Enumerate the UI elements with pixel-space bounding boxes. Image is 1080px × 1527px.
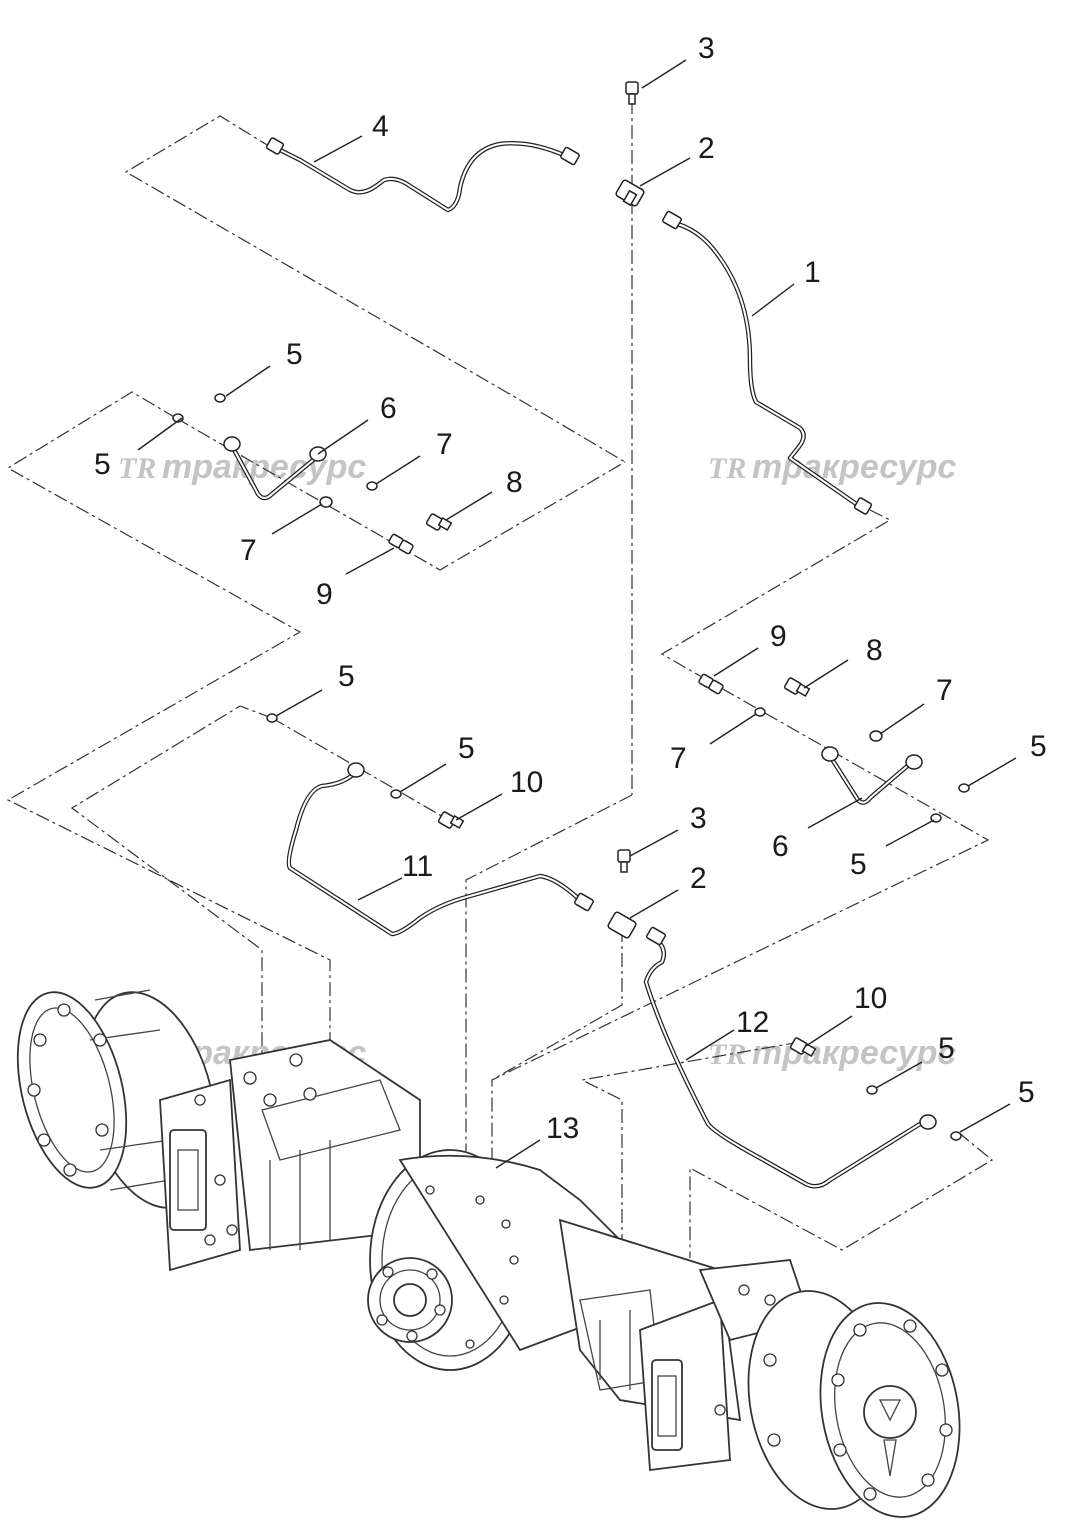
watermark-upper-right: TR тракресурс [708,448,956,486]
washer-7 [366,481,378,491]
callout-9: 9 [770,620,787,653]
tube-nut [853,497,873,515]
banjo-eye [905,754,923,770]
callout-8: 8 [866,634,883,667]
right-wheel-hub [747,1290,961,1518]
banjo-eye [223,436,241,452]
watermark-lower-right: TR тракресурс [708,1034,956,1072]
washer-5 [266,713,278,723]
callout-7: 7 [670,742,687,775]
tube-nut [646,926,666,946]
fittings [172,81,970,1183]
callout-6: 6 [380,392,397,425]
callout-11: 11 [402,850,433,883]
callout-5: 5 [94,448,111,481]
adapter-9-left [388,533,414,555]
washer-7 [754,707,766,717]
callout-2: 2 [690,862,707,895]
callout-12: 12 [736,1006,769,1039]
callout-8: 8 [506,466,523,499]
tee-fitting-2-upper [615,179,645,207]
watermark-upper-left: TR тракресурс [118,448,366,486]
watermark-logo: TR [708,1038,746,1071]
callout-7: 7 [936,674,953,707]
bleed-bolt-3-lower [617,849,631,873]
axle-housing [16,989,961,1518]
tee-fitting-2-lower [607,911,637,939]
callout-4: 4 [372,110,389,143]
washer-5 [214,393,226,403]
tube-nut [574,892,594,912]
banjo-bolt-10-mid [437,811,465,829]
washer-5 [958,783,970,793]
banjo-eye [919,1114,937,1130]
banjo-bolt-8-left [425,513,453,531]
callout-3: 3 [698,32,715,65]
washer-7 [869,730,883,742]
callout-5: 5 [338,660,355,693]
watermark-logo: TR [118,452,156,485]
left-axle-tube [229,1039,421,1252]
washer-7 [319,496,333,508]
callout-3: 3 [690,802,707,835]
bleed-bolt-3-upper [625,81,639,105]
callout-6: 6 [772,830,789,863]
callout-5: 5 [1030,730,1047,763]
callout-5: 5 [286,338,303,371]
brake-tube-6-right [827,753,915,805]
callout-13: 13 [546,1112,579,1145]
tube-nut [265,137,285,155]
callout-10: 10 [854,982,887,1015]
watermark-text: тракресурс [752,1034,956,1072]
callout-5: 5 [938,1032,955,1065]
right-brake-caliper [639,1259,812,1472]
leader-lines [137,59,1017,1169]
watermark-text: тракресурс [752,448,956,486]
callout-2: 2 [698,132,715,165]
washer-5 [172,413,184,423]
callout-9: 9 [316,578,333,611]
callout-5: 5 [1018,1076,1035,1109]
banjo-eye [821,746,839,762]
callout-5: 5 [458,732,475,765]
watermark-text: тракресурс [162,448,366,486]
callout-5: 5 [850,848,867,881]
tubes [229,140,923,1189]
phantom-lines [6,100,994,1400]
callout-7: 7 [436,428,453,461]
callouts: 3 2 4 1 5 5 6 7 7 8 9 9 8 7 7 5 6 5 5 5 … [94,32,1047,1145]
banjo-bolt-10-lower [789,1037,817,1057]
callout-7: 7 [240,534,257,567]
watermark-logo: TR [708,452,746,485]
washer-5 [866,1085,878,1095]
tube-nut [662,210,682,230]
left-brake-caliper [159,1078,241,1272]
callout-10: 10 [510,766,543,799]
banjo-eye [347,762,365,778]
washer-5 [950,1131,962,1141]
washer-5 [390,789,402,799]
tube-nut [560,146,580,166]
adapter-9-right [698,673,724,695]
brake-tube-4 [273,140,569,213]
callout-1: 1 [804,256,821,289]
